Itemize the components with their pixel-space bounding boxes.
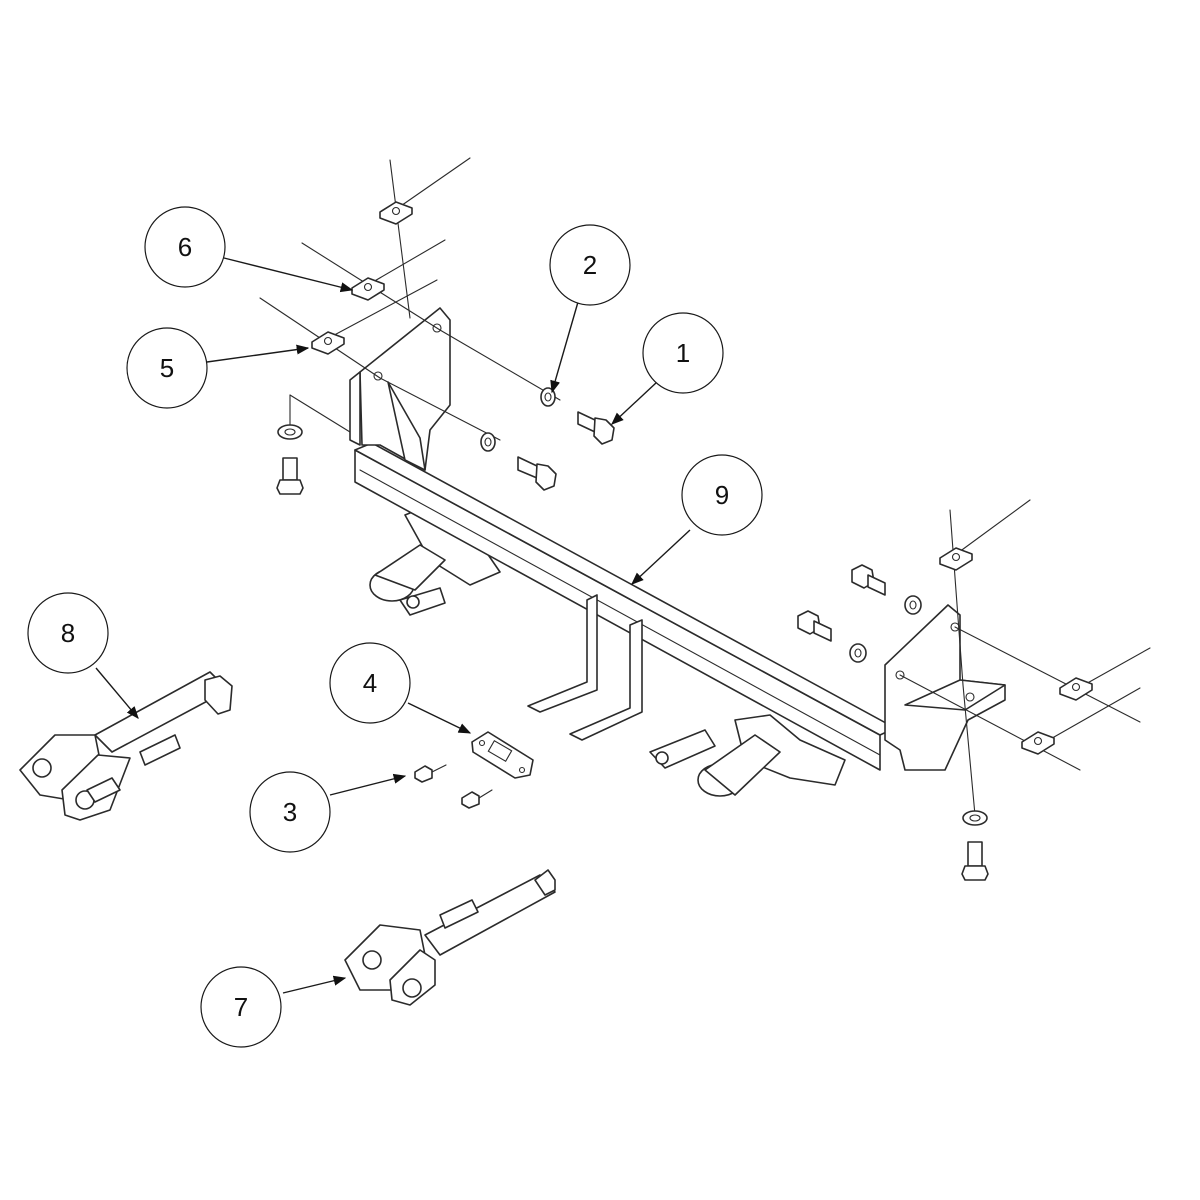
- balloon-leaders: [95, 257, 691, 994]
- vertical-washer-left: [277, 424, 303, 440]
- balloon-8: 8: [27, 592, 109, 674]
- screw-upper: [414, 764, 447, 783]
- hex-bolt-right-upper: [851, 564, 886, 596]
- lock-washer-lower: [480, 432, 496, 452]
- balloon-6-label: 6: [178, 232, 192, 262]
- hex-bolt-lower: [517, 456, 557, 491]
- nut-plate-low-left: [311, 331, 345, 355]
- vertical-bolt-right: [961, 841, 989, 881]
- balloon-7-label: 7: [234, 992, 248, 1022]
- nut-plate-top-left: [379, 201, 413, 225]
- balloon-9-label: 9: [715, 480, 729, 510]
- balloon-1: 1: [642, 312, 724, 394]
- clevis-assembly-8: [19, 671, 233, 821]
- left-hardware: [259, 157, 615, 495]
- balloon-7: 7: [200, 966, 282, 1048]
- nut-plate-mid-left: [351, 277, 385, 301]
- balloon-2: 2: [549, 224, 631, 306]
- balloon-2-label: 2: [583, 250, 597, 280]
- right-mount-bracket: [884, 604, 1006, 771]
- right-hardware: [797, 499, 1151, 881]
- balloon-3-label: 3: [283, 797, 297, 827]
- screw-lower: [461, 789, 493, 809]
- balloon-5: 5: [126, 327, 208, 409]
- balloon-3: 3: [249, 771, 331, 853]
- balloon-5-label: 5: [160, 353, 174, 383]
- vertical-bolt-left: [276, 457, 304, 495]
- balloon-1-label: 1: [676, 338, 690, 368]
- washer-right-upper: [904, 595, 922, 615]
- vertical-washer-right: [962, 810, 988, 826]
- balloon-6: 6: [144, 206, 226, 288]
- wiring-loops: [527, 594, 643, 741]
- nut-plate-low-right: [1021, 731, 1055, 755]
- crossbar-tube: [354, 442, 896, 771]
- balloon-8-label: 8: [61, 618, 75, 648]
- plug-mount-plate: [471, 731, 534, 779]
- balloon-4-label: 4: [363, 668, 377, 698]
- nut-plate-top-right: [939, 547, 973, 571]
- washer-right-lower: [849, 643, 867, 663]
- balloon-9: 9: [681, 454, 763, 536]
- right-receiver-tube: [649, 714, 846, 797]
- nut-plate-mid-right: [1059, 677, 1093, 701]
- left-receiver-tube: [369, 504, 501, 616]
- hex-bolt-upper: [577, 411, 615, 445]
- clevis-assembly-7: [344, 869, 556, 1006]
- hitch-crossbar-assembly: [349, 307, 1006, 797]
- balloon-4: 4: [329, 642, 411, 724]
- left-mount-bracket: [349, 307, 451, 471]
- hex-bolt-right-lower: [797, 610, 832, 642]
